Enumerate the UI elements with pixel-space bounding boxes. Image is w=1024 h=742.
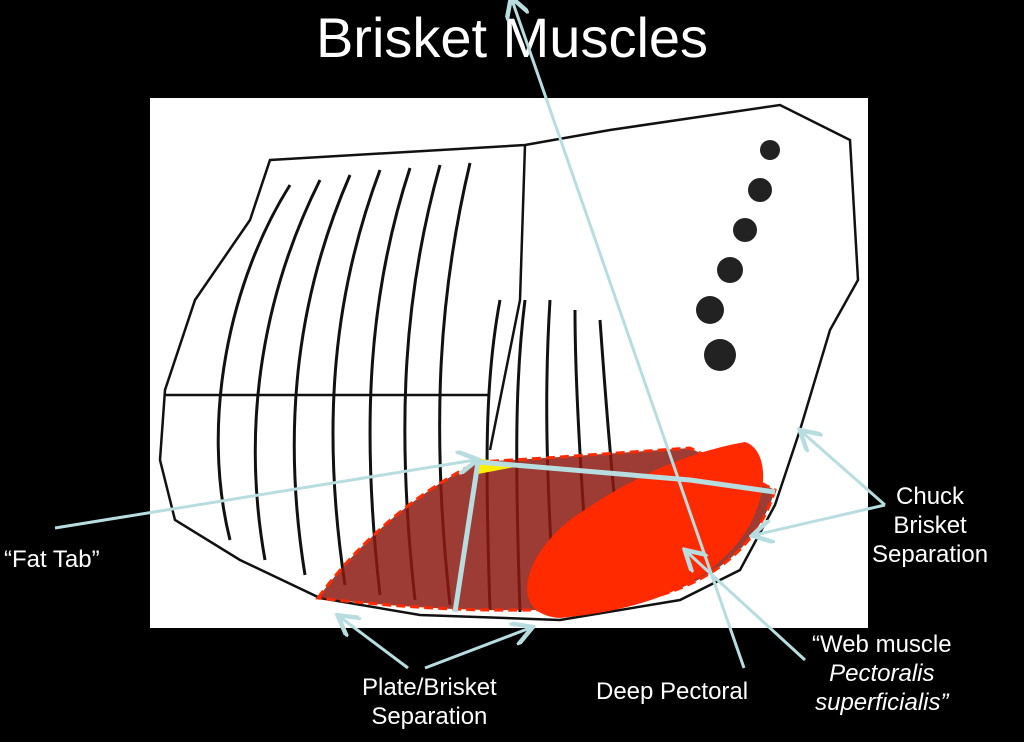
label-line: Separation: [872, 541, 989, 568]
label-web-muscle: “Web muscle Pectoralis superficialis”: [812, 630, 952, 717]
separation-lines: [452, 459, 776, 613]
vertebrae: [696, 140, 780, 371]
web-muscle-region: [527, 442, 764, 618]
arrows: [54, 0, 886, 670]
label-line: superficialis”: [815, 689, 949, 716]
chuck-arrow-1: [802, 432, 886, 507]
plate-arrow-2: [424, 628, 530, 670]
label-chuck-brisket-separation: Chuck Brisket Separation: [872, 482, 988, 569]
label-deep-pectoral: Deep Pectoral: [596, 678, 749, 705]
label-line: “Web muscle: [812, 631, 952, 658]
ribs: [216, 162, 627, 613]
label-plate-brisket-separation: Plate/Brisket Separation: [362, 673, 497, 731]
label-line: Pectoralis: [829, 660, 935, 687]
label-line: Chuck: [896, 483, 965, 510]
web-muscle-arrow: [687, 552, 807, 662]
label-line: Separation: [371, 703, 488, 730]
fat-tab-arrow: [54, 460, 475, 530]
label-line: Plate/Brisket: [362, 674, 497, 701]
chuck-arrow-2: [755, 503, 886, 535]
label-line: Brisket: [893, 512, 967, 539]
label-fat-tab: “Fat Tab”: [4, 546, 100, 573]
plate-arrow-1: [340, 617, 409, 670]
